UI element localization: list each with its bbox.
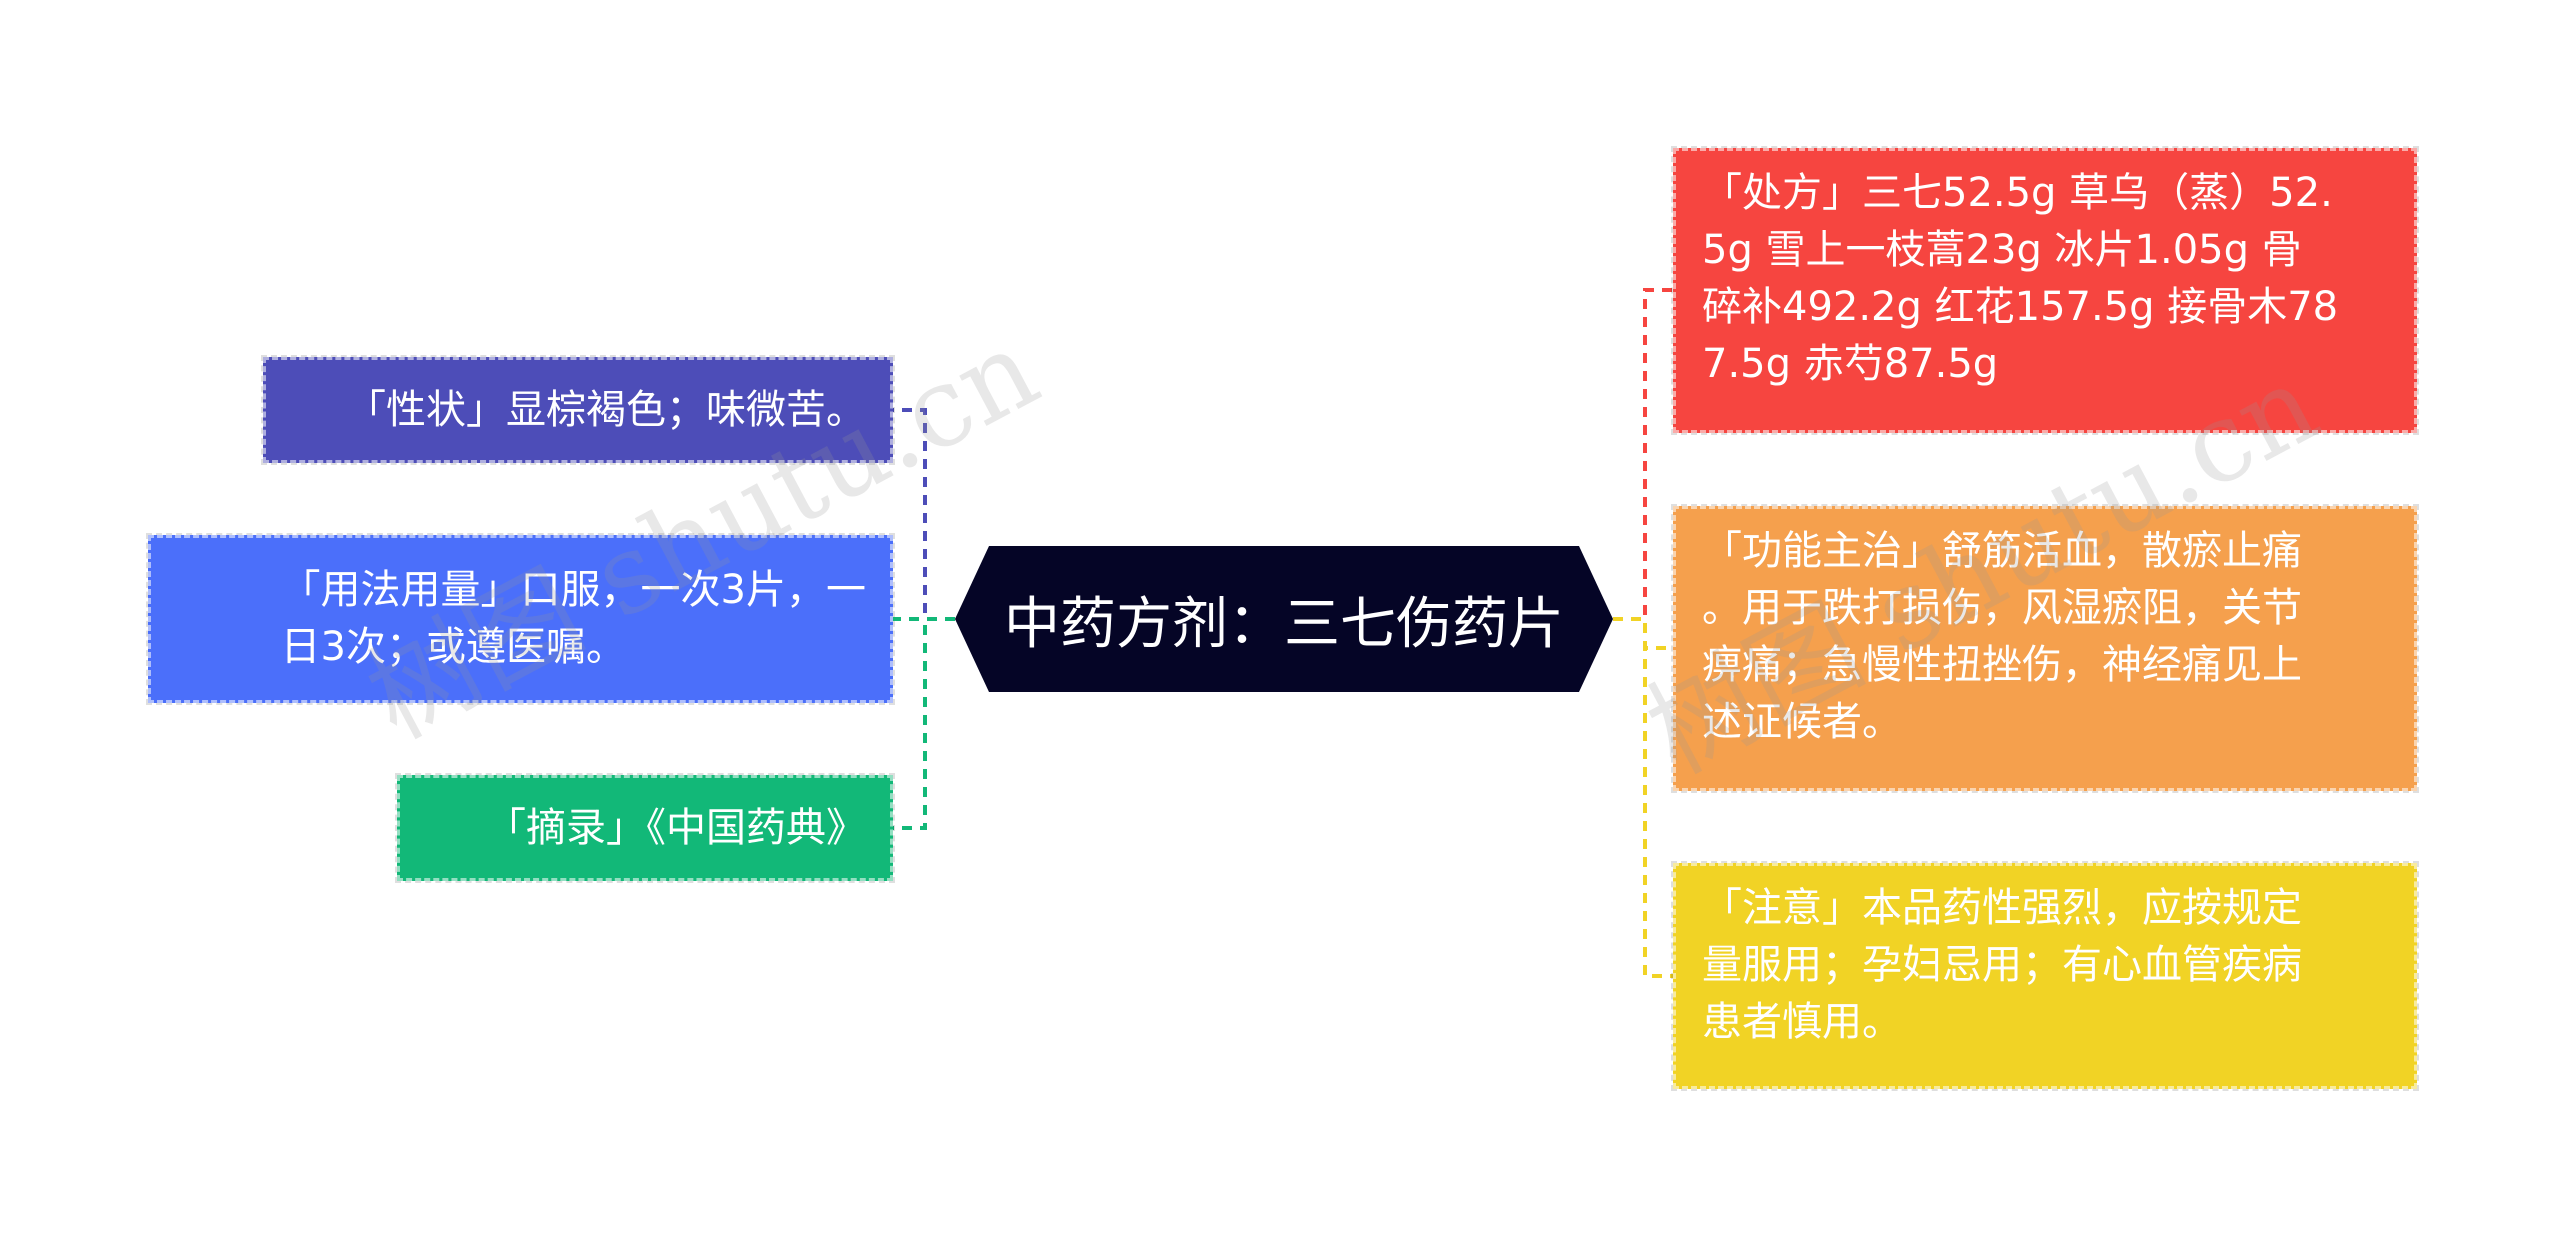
topic-node-zhailu[interactable]: 「摘录」《中国药典》 — [395, 773, 895, 883]
central-topic[interactable]: 中药方剂：三七伤药片 — [955, 546, 1613, 692]
topic-text-line: 。用于跌打损伤，风湿瘀阻，关节 — [1702, 585, 2302, 631]
topic-text-line: 碎补492.2g 红花157.5g 接骨木78 — [1702, 284, 2339, 330]
topic-text-line: 7.5g 赤芍87.5g — [1702, 341, 1999, 387]
topic-text-line: 「功能主治」舒筋活血，散瘀止痛 — [1702, 528, 2302, 574]
connector-zhailu — [893, 617, 955, 830]
topic-text-line: 日3次；或遵医嘱。 — [280, 624, 626, 670]
topic-node-gongneng[interactable]: 「功能主治」舒筋活血，散瘀止痛 。用于跌打损伤，风湿瘀阻，关节 痹痛；急慢性扭挫… — [1671, 504, 2419, 793]
topic-node-chufang[interactable]: 「处方」三七52.5g 草乌（蒸）52. 5g 雪上一枝蒿23g 冰片1.05g… — [1671, 146, 2419, 435]
topic-node-yongfa[interactable]: 「用法用量」口服，一次3片，一 日3次；或遵医嘱。 — [146, 533, 895, 705]
connector-chufang — [1613, 288, 1673, 621]
topic-text-line: 患者慎用。 — [1702, 999, 1902, 1045]
connector-zhuyi — [1613, 617, 1673, 978]
topic-node-xingzhuang[interactable]: 「性状」显棕褐色；味微苦。 — [261, 355, 895, 465]
central-topic-label: 中药方剂：三七伤药片 — [1004, 591, 1564, 657]
topic-text-line: 痹痛；急慢性扭挫伤，神经痛见上 — [1702, 642, 2302, 688]
topic-text-line: 「注意」本品药性强烈，应按规定 — [1702, 885, 2302, 931]
topic-text-line: 「性状」显棕褐色；味微苦。 — [346, 386, 866, 433]
topic-text-line: 述证候者。 — [1702, 699, 1902, 745]
topic-text-line: 5g 雪上一枝蒿23g 冰片1.05g 骨 — [1702, 227, 2302, 273]
topic-text-line: 「摘录」《中国药典》 — [486, 804, 866, 851]
topic-text-line: 量服用；孕妇忌用；有心血管疾病 — [1702, 942, 2302, 988]
topic-text-line: 「处方」三七52.5g 草乌（蒸）52. — [1702, 170, 2333, 216]
connector-gongneng — [1613, 617, 1673, 650]
topic-text-line: 「用法用量」口服，一次3片，一 — [280, 567, 866, 613]
connector-xingzhuang — [893, 408, 955, 621]
topic-node-zhuyi[interactable]: 「注意」本品药性强烈，应按规定 量服用；孕妇忌用；有心血管疾病 患者慎用。 — [1671, 861, 2419, 1091]
